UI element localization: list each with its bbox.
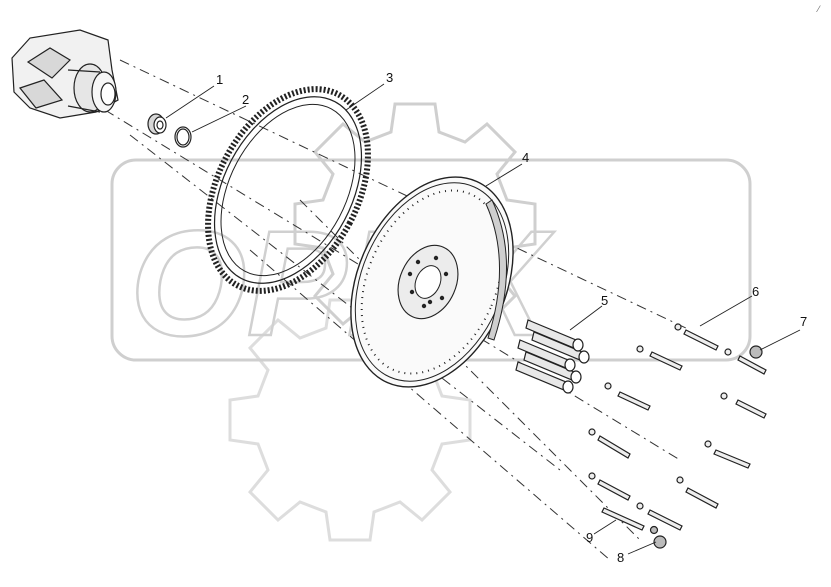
- crankshaft-assembly: [11, 29, 119, 119]
- callout-9: 9: [586, 530, 593, 545]
- retaining-ring: [174, 126, 192, 148]
- small-bolts: [588, 323, 767, 549]
- pilot-bearing: [147, 113, 167, 135]
- callout-labels: 1 2 3 4 5 6 7 8 9: [216, 70, 807, 565]
- flywheel-bolts-bundle: [515, 319, 590, 394]
- callout-3: 3: [386, 70, 393, 85]
- callout-5: 5: [601, 293, 608, 308]
- callout-8: 8: [617, 550, 624, 565]
- callout-7: 7: [800, 314, 807, 329]
- leader-lines: [165, 83, 801, 555]
- callout-1: 1: [216, 72, 223, 87]
- flywheel: [350, 176, 514, 388]
- callout-4: 4: [522, 150, 529, 165]
- callout-6: 6: [752, 284, 759, 299]
- corner-mark: ⁄: [816, 4, 821, 14]
- ring-gear: [205, 86, 371, 294]
- callout-2: 2: [242, 92, 249, 107]
